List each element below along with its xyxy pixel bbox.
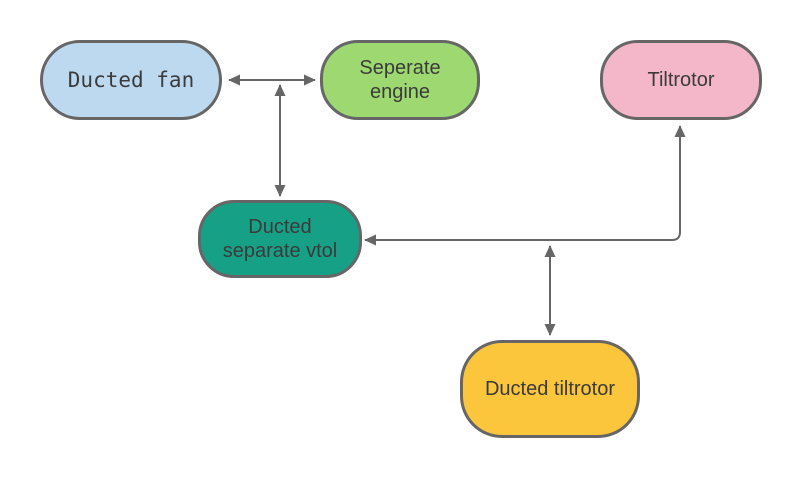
- node-ducted-tiltrotor-label: Ducted tiltrotor: [484, 378, 616, 400]
- node-tiltrotor-label: Tiltrotor: [647, 69, 715, 91]
- node-seperate-engine-label: Seperate engine: [359, 57, 441, 103]
- node-ducted-fan[interactable]: Ducted fan: [40, 40, 222, 120]
- node-ducted-separate-vtol-label: Ducted separate vtol: [222, 216, 338, 262]
- node-seperate-engine[interactable]: Seperate engine: [320, 40, 480, 120]
- edge-ducted-separate-vtol-tiltrotor[interactable]: [364, 125, 686, 246]
- node-ducted-separate-vtol[interactable]: Ducted separate vtol: [198, 200, 362, 278]
- node-ducted-tiltrotor[interactable]: Ducted tiltrotor: [460, 340, 640, 438]
- node-ducted-fan-label: Ducted fan: [67, 68, 195, 92]
- node-tiltrotor[interactable]: Tiltrotor: [600, 40, 762, 120]
